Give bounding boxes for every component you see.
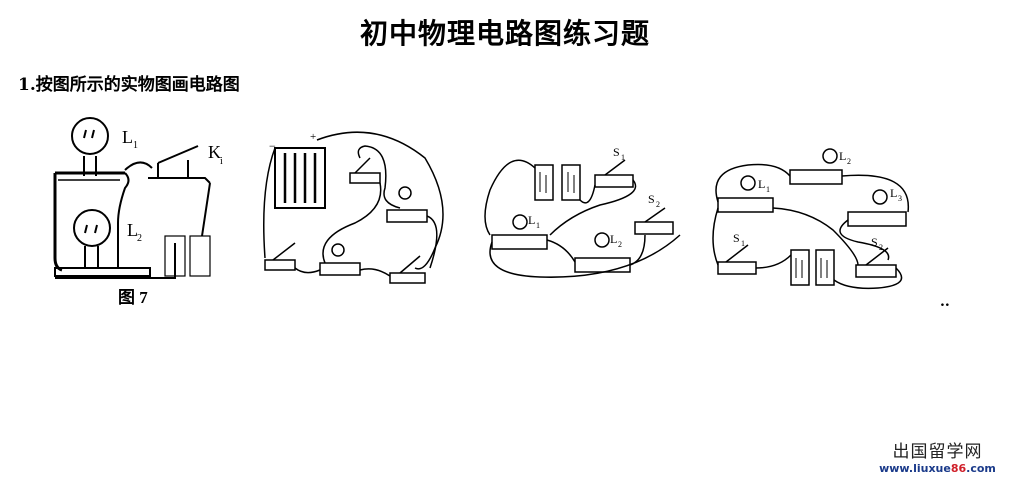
label-l1: L	[122, 127, 133, 147]
watermark-url-suffix: .com	[966, 462, 996, 475]
label-s2: S	[648, 192, 655, 206]
label-l3-subscript: 3	[898, 194, 902, 203]
label-l2: L	[610, 232, 617, 246]
page-title: 初中物理电路图练习题	[359, 17, 650, 50]
label-l1-subscript: 1	[766, 185, 770, 194]
battery-minus-label: −	[269, 139, 276, 153]
circuit-figure-2: − +	[263, 131, 444, 284]
watermark: 出国留学网 www.liuxue86.com	[870, 442, 1005, 476]
watermark-url-prefix: www.liuxue	[879, 462, 951, 475]
watermark-url-number: 86	[950, 462, 967, 475]
label-l2-subscript: 2	[618, 240, 622, 249]
trailing-dots: ..	[940, 294, 950, 310]
label-l3: L	[890, 186, 897, 200]
label-l2: L	[839, 149, 846, 163]
watermark-url: www.liuxue86.com	[870, 462, 1005, 475]
label-s2-subscript: 2	[656, 200, 660, 209]
label-k-subscript: i	[220, 156, 223, 167]
label-s1: S	[613, 145, 620, 159]
label-s1-subscript: 1	[621, 153, 625, 162]
label-s1-subscript: 1	[741, 239, 745, 248]
battery-plus-label: +	[310, 131, 316, 143]
label-l2: L	[127, 220, 138, 240]
circuit-figure-3: S 1 S 2 L 1 L 2	[484, 145, 681, 278]
label-s2: S	[871, 235, 878, 249]
label-l1: L	[758, 177, 765, 191]
figure-caption: 图 7	[118, 288, 148, 307]
watermark-name: 出国留学网	[892, 442, 983, 462]
figure-7-circuit: L 1 L 2 K i 图 7	[53, 117, 223, 307]
label-l1: L	[528, 213, 535, 227]
label-s2-subscript: 2	[879, 243, 883, 252]
label-k: K	[208, 142, 221, 162]
label-l1-subscript: 1	[133, 140, 138, 151]
label-l2-subscript: 2	[137, 233, 142, 244]
label-l2-subscript: 2	[847, 157, 851, 166]
label-s1: S	[733, 231, 740, 245]
label-l1-subscript: 1	[536, 221, 540, 230]
circuit-figure-4: L 1 L 2 L 3 S 1 S 2	[712, 148, 910, 290]
question-1-heading: 1.按图所示的实物图画电路图	[18, 75, 240, 95]
